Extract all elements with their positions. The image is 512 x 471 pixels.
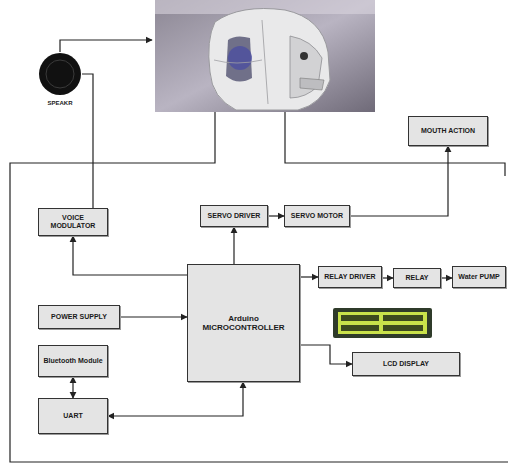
block-label: RELAY (405, 274, 428, 282)
block-box: UART (38, 398, 108, 434)
signal-connector (73, 236, 187, 275)
block-box: RELAY DRIVER (318, 266, 382, 288)
block-label: UART (63, 412, 82, 420)
robot-head-photo (155, 0, 375, 112)
block-label: RELAY DRIVER (324, 273, 375, 281)
signal-connector (300, 276, 318, 277)
block-label: MOUTH ACTION (421, 127, 475, 135)
block-box: VOICE MODULATOR (38, 208, 108, 236)
block-label: Bluetooth Module (43, 357, 102, 365)
signal-connector (233, 227, 234, 264)
signal-connector (300, 345, 352, 364)
block-label: Water PUMP (458, 273, 499, 281)
signal-connector (350, 146, 448, 216)
block-box: LCD DISPLAY (352, 352, 460, 376)
block-box: MOUTH ACTION (408, 116, 488, 146)
signal-connector (441, 277, 452, 278)
block-label: POWER SUPPLY (51, 313, 107, 321)
signal-connector (108, 382, 243, 416)
frame-wire (10, 112, 508, 462)
block-label: SPEAKR (47, 100, 72, 107)
speaker-to-head-wire (60, 40, 152, 52)
block-box: Bluetooth Module (38, 345, 108, 377)
block-label: Arduino (228, 314, 259, 323)
signal-connector (72, 377, 73, 398)
block-label: SERVO MOTOR (291, 212, 343, 220)
lcd-illustration (333, 308, 432, 338)
controller-box: ArduinoMICROCONTROLLER (187, 264, 300, 382)
block-label: MICROCONTROLLER (202, 323, 284, 332)
signal-connector (382, 277, 393, 278)
signal-connector (82, 74, 93, 208)
speaker-circle (38, 52, 82, 96)
block-box: POWER SUPPLY (38, 305, 120, 329)
block-label: LCD DISPLAY (383, 360, 429, 368)
signal-connector (120, 316, 187, 317)
block-box: SERVO DRIVER (200, 205, 268, 227)
speaker-node: SPEAKR (36, 52, 84, 107)
signal-connector (268, 215, 284, 216)
block-label: SERVO DRIVER (208, 212, 261, 220)
block-box: Water PUMP (452, 266, 506, 288)
block-box: RELAY (393, 268, 441, 288)
block-label: VOICE MODULATOR (42, 214, 104, 230)
block-box: SERVO MOTOR (284, 205, 350, 227)
